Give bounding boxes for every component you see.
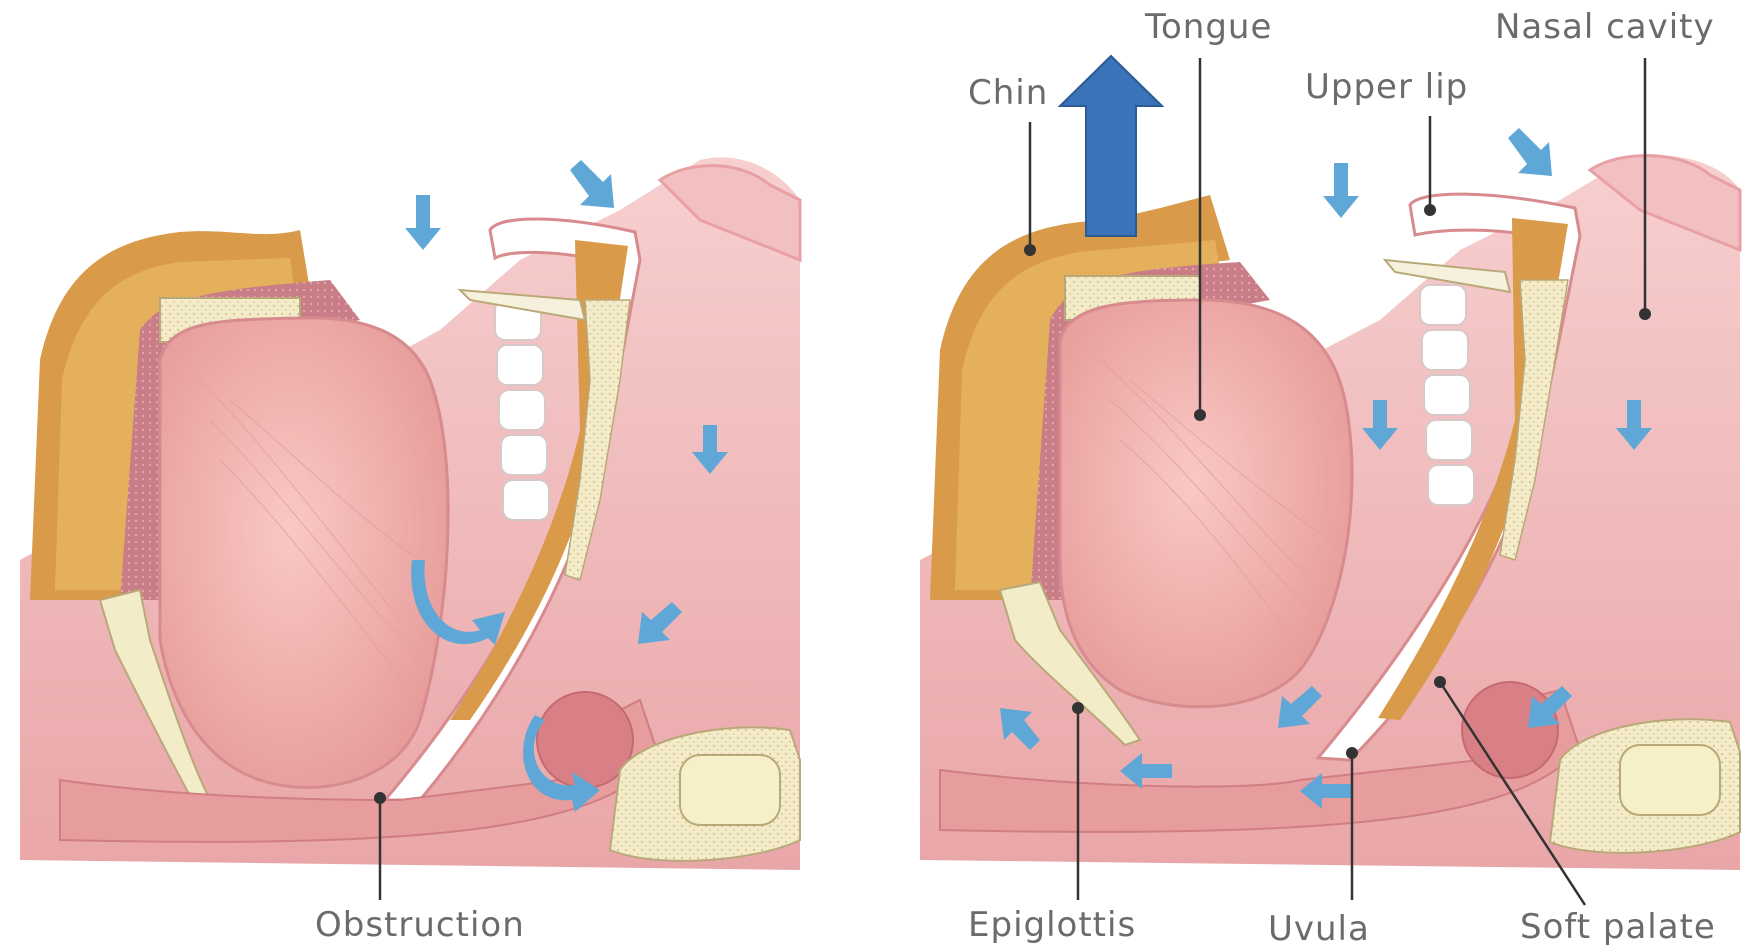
- left-panel-obstructed-airway: Obstruction: [20, 157, 800, 945]
- chin-label: Chin: [968, 73, 1048, 113]
- right-teeth: [1420, 285, 1474, 505]
- upper-lip-dot: [1424, 204, 1436, 216]
- right-tongue: [1060, 300, 1352, 707]
- chin-callout: Chin: [968, 73, 1048, 256]
- arrow-down-icon: [405, 195, 441, 250]
- left-teeth: [495, 300, 549, 520]
- soft-palate-label: Soft palate: [1520, 907, 1716, 947]
- right-panel-open-airway: Tongue Nasal cavity Chin Upper lip Epigl…: [920, 7, 1740, 949]
- epiglottis-label: Epiglottis: [968, 905, 1136, 945]
- tongue-dot: [1194, 409, 1206, 421]
- right-adenoid: [1462, 682, 1558, 778]
- uvula-label: Uvula: [1268, 909, 1370, 949]
- right-vertebra-body: [1620, 745, 1720, 815]
- arrow-diagonal-icon: [570, 160, 614, 208]
- big-up-arrow-icon: [1060, 56, 1162, 236]
- left-tongue: [160, 318, 448, 788]
- chin-dot: [1024, 244, 1036, 256]
- nasal-cavity-label: Nasal cavity: [1495, 7, 1715, 47]
- arrow-down-icon: [1323, 163, 1359, 218]
- upper-lip-label: Upper lip: [1305, 67, 1468, 107]
- left-vertebra-body: [680, 755, 780, 825]
- arrow-diagonal-icon: [1508, 128, 1552, 176]
- obstruction-label: Obstruction: [315, 905, 525, 945]
- nasal-cavity-dot: [1639, 308, 1651, 320]
- tongue-label: Tongue: [1144, 7, 1272, 47]
